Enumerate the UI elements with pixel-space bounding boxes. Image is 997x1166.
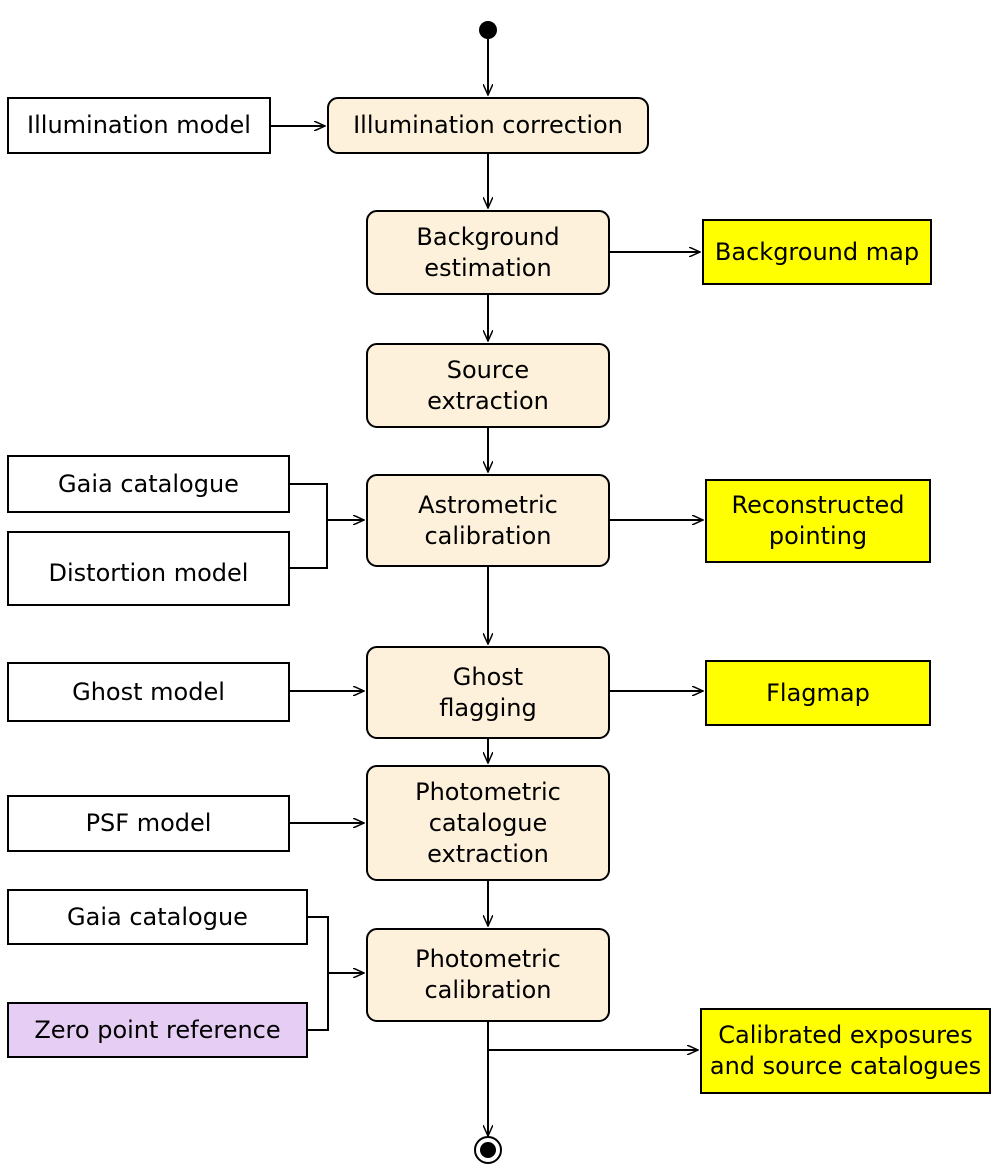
- start-node: [479, 21, 497, 39]
- illumination-correction-label: Illumination correction: [353, 111, 623, 139]
- ghost-flagging-step: Ghost flagging: [366, 646, 610, 739]
- distortion-model-box: Distortion model: [7, 531, 290, 606]
- ghost-model-box: Ghost model: [7, 662, 290, 722]
- distortion-model-label: Distortion model: [48, 559, 249, 587]
- calibrated-exposures-output: Calibrated exposures and source catalogu…: [700, 1008, 991, 1094]
- illumination-model-label: Illumination model: [27, 111, 251, 139]
- end-node-dot: [480, 1142, 496, 1158]
- reconstructed-pointing-label: Reconstructed pointing: [731, 491, 905, 550]
- flagmap-label: Flagmap: [766, 678, 870, 707]
- reconstructed-pointing-output: Reconstructed pointing: [705, 479, 931, 563]
- gaia-catalogue-astro-box: Gaia catalogue: [7, 455, 290, 513]
- psf-model-box: PSF model: [7, 795, 290, 852]
- ghost-model-label: Ghost model: [72, 677, 225, 706]
- background-map-output: Background map: [702, 219, 932, 285]
- illumination-correction-step: Illumination correction: [327, 97, 649, 154]
- calibrated-exposures-label: Calibrated exposures and source catalogu…: [709, 1021, 982, 1080]
- gaia-catalogue-photo-label: Gaia catalogue: [67, 902, 248, 931]
- background-estimation-step: Background estimation: [366, 210, 610, 295]
- astrometric-calibration-step: Astrometric calibration: [366, 474, 610, 567]
- psf-model-label: PSF model: [85, 809, 212, 837]
- illumination-model-box: Illumination model: [7, 97, 271, 154]
- photometric-catalogue-extraction-label: Photometric catalogue extraction: [415, 777, 561, 868]
- source-extraction-step: Source extraction: [366, 343, 610, 428]
- zero-point-reference-box: Zero point reference: [7, 1002, 308, 1058]
- background-estimation-label: Background estimation: [416, 222, 560, 282]
- photometric-calibration-label: Photometric calibration: [415, 945, 561, 1004]
- photometric-calibration-step: Photometric calibration: [366, 928, 610, 1022]
- connector-gaia-astro: [290, 483, 328, 569]
- flagmap-output: Flagmap: [705, 660, 931, 726]
- photometric-catalogue-extraction-step: Photometric catalogue extraction: [366, 765, 610, 881]
- source-extraction-label: Source extraction: [427, 355, 549, 415]
- astrometric-calibration-label: Astrometric calibration: [418, 490, 558, 550]
- ghost-flagging-label: Ghost flagging: [439, 662, 537, 722]
- gaia-catalogue-astro-label: Gaia catalogue: [58, 469, 239, 498]
- gaia-catalogue-photo-box: Gaia catalogue: [7, 889, 308, 945]
- zero-point-reference-label: Zero point reference: [34, 1015, 281, 1044]
- connector-gaia-photo: [308, 916, 329, 1031]
- background-map-label: Background map: [714, 237, 920, 266]
